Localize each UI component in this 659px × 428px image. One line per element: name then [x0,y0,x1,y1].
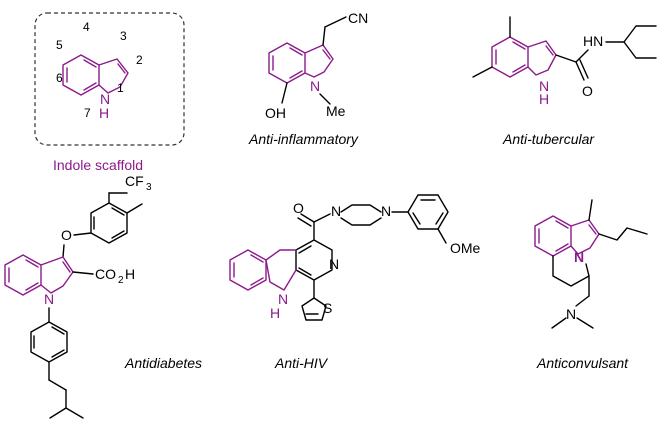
anti-hiv-caption: Anti-HIV [274,355,329,371]
anti-hiv-nh-h-label: H [270,305,280,321]
scaffold-dashed-frame [34,12,185,146]
anti-tubercular-hn-label: HN [583,33,603,49]
anti-inflammatory-n-label: N [310,78,320,94]
compound-anti-tubercular: N H O HN Anti-tubercular [472,16,657,147]
scaffold-caption: Indole scaffold [53,157,143,173]
scaffold-position-4: 4 [83,20,90,34]
antidiabetes-co-label: CO [95,266,116,282]
anti-hiv-nh-n-label: N [278,291,288,307]
antidiabetes-n-label: N [44,291,54,307]
scaffold-position-6: 6 [56,71,63,85]
anti-hiv-n1-label: N [331,203,341,219]
antidiabetes-co-subscript: 2 [118,275,124,286]
anti-inflammatory-oh-label: OH [265,105,286,121]
scaffold-position-1: 1 [117,81,124,95]
indole-scaffold: N H 1 2 3 4 5 6 7 Indole scaffold [34,12,185,173]
anticonvulsant-nme-label: N [566,306,576,322]
anticonvulsant-n-label: N [574,249,584,265]
antidiabetes-caption: Antidiabetes [124,355,202,371]
anti-hiv-o-label: O [293,200,304,216]
antidiabetes-indole [4,254,74,296]
antidiabetes-cf-label: CF [125,173,144,189]
anti-hiv-s-label: S [323,300,332,316]
scaffold-h-label: H [99,105,109,121]
antidiabetes-o-label: O [61,227,72,243]
scaffold-indole-rings [62,54,129,96]
anti-inflammatory-cn-label: CN [348,10,368,26]
scaffold-position-3: 3 [120,29,127,43]
compound-anticonvulsant: N N Anticonvulsant [534,199,648,371]
compound-anti-hiv: O N N OMe N N H [229,194,481,371]
scaffold-position-2: 2 [136,53,143,67]
anti-inflammatory-indole [268,42,334,84]
anti-hiv-ome-label: OMe [450,240,481,256]
anti-tubercular-o-label: O [582,83,593,99]
anticonvulsant-caption: Anticonvulsant [536,355,629,371]
compound-antidiabetes: CF 3 O CO 2 H N Antidiabetes [4,173,202,419]
anticonvulsant-indole [534,215,600,257]
anti-hiv-n2-label: N [381,203,391,219]
scaffold-position-5: 5 [56,38,63,52]
antidiabetes-co-h-label: H [125,266,135,282]
anti-inflammatory-me-label: Me [326,103,346,119]
anti-tubercular-n-label: N [539,78,549,94]
anti-tubercular-caption: Anti-tubercular [502,131,595,147]
antidiabetes-cf-subscript: 3 [146,182,152,193]
compound-anti-inflammatory: CN N Me OH Anti-inflammatory [248,10,368,147]
anti-hiv-n3-label: N [329,256,339,272]
anti-tubercular-indole [491,36,557,78]
anti-tubercular-h-label: H [539,91,549,107]
anti-inflammatory-caption: Anti-inflammatory [248,131,359,147]
scaffold-position-7: 7 [84,106,91,120]
anti-hiv-indole [229,249,297,291]
scaffold-n-label: N [100,91,110,107]
